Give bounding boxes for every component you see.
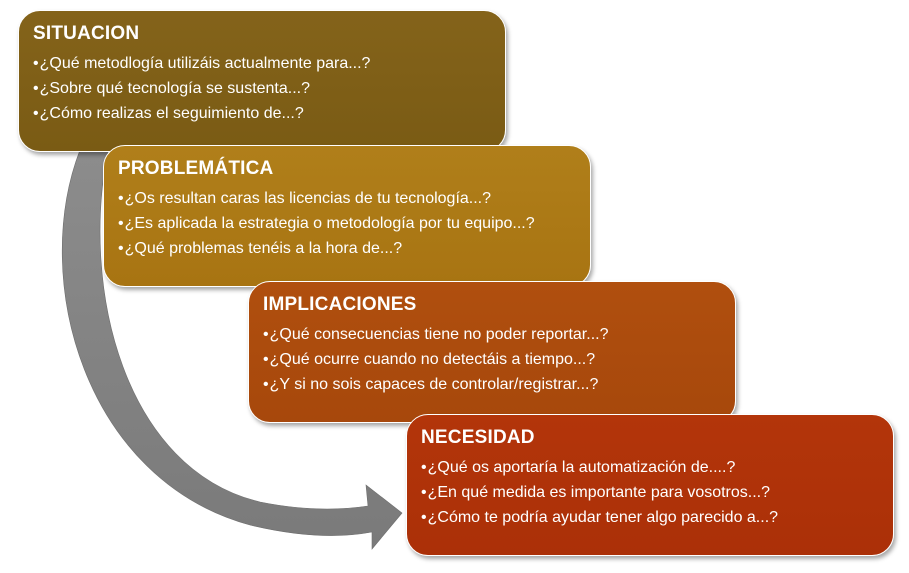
problematica-list: •¿Os resultan caras las licencias de tu …: [118, 186, 576, 261]
bullet: •: [118, 215, 124, 232]
list-item: •¿Qué metodlogía utilizáis actualmente p…: [33, 51, 491, 76]
necesidad-list: •¿Qué os aportaría la automatización de.…: [421, 455, 879, 530]
list-item: •¿Y si no sois capaces de controlar/regi…: [263, 372, 721, 397]
situacion-box: SITUACION •¿Qué metodlogía utilizáis act…: [18, 10, 506, 152]
bullet: •: [33, 55, 39, 72]
problematica-box: PROBLEMÁTICA •¿Os resultan caras las lic…: [103, 145, 591, 287]
list-item: •¿Qué os aportaría la automatización de.…: [421, 455, 879, 480]
bullet: •: [33, 80, 39, 97]
item-text: ¿Es aplicada la estrategia o metodología…: [124, 215, 535, 232]
situacion-title: SITUACION: [33, 23, 140, 44]
list-item: •¿Qué consecuencias tiene no poder repor…: [263, 322, 721, 347]
bullet: •: [421, 509, 427, 526]
bullet: •: [33, 105, 39, 122]
bullet: •: [421, 484, 427, 501]
bullet: •: [263, 326, 269, 343]
necesidad-title: NECESIDAD: [421, 427, 535, 448]
item-text: ¿Qué ocurre cuando no detectáis a tiempo…: [269, 351, 596, 368]
item-text: ¿Os resultan caras las licencias de tu t…: [124, 190, 492, 207]
arrow-body: [62, 149, 403, 550]
bullet: •: [118, 240, 124, 257]
item-text: ¿Qué os aportaría la automatización de..…: [427, 459, 736, 476]
bullet: •: [118, 190, 124, 207]
necesidad-box: NECESIDAD •¿Qué os aportaría la automati…: [406, 414, 894, 556]
problematica-title: PROBLEMÁTICA: [118, 158, 274, 179]
implicaciones-title: IMPLICACIONES: [263, 294, 417, 315]
list-item: •¿Qué ocurre cuando no detectáis a tiemp…: [263, 347, 721, 372]
item-text: ¿Qué consecuencias tiene no poder report…: [269, 326, 609, 343]
list-item: •¿Qué problemas tenéis a la hora de...?: [118, 236, 576, 261]
list-item: •¿Cómo te podría ayudar tener algo parec…: [421, 505, 879, 530]
list-item: •¿Sobre qué tecnología se sustenta...?: [33, 76, 491, 101]
bullet: •: [263, 376, 269, 393]
item-text: ¿Y si no sois capaces de controlar/regis…: [269, 376, 599, 393]
situacion-list: •¿Qué metodlogía utilizáis actualmente p…: [33, 51, 491, 126]
list-item: •¿Os resultan caras las licencias de tu …: [118, 186, 576, 211]
implicaciones-box: IMPLICACIONES •¿Qué consecuencias tiene …: [248, 281, 736, 423]
bullet: •: [421, 459, 427, 476]
item-text: ¿Cómo te podría ayudar tener algo pareci…: [427, 509, 779, 526]
item-text: ¿En qué medida es importante para vosotr…: [427, 484, 771, 501]
list-item: •¿Es aplicada la estrategia o metodologí…: [118, 211, 576, 236]
list-item: •¿Cómo realizas el seguimiento de...?: [33, 101, 491, 126]
item-text: ¿Qué problemas tenéis a la hora de...?: [124, 240, 403, 257]
item-text: ¿Sobre qué tecnología se sustenta...?: [39, 80, 311, 97]
item-text: ¿Qué metodlogía utilizáis actualmente pa…: [39, 55, 371, 72]
item-text: ¿Cómo realizas el seguimiento de...?: [39, 105, 304, 122]
implicaciones-list: •¿Qué consecuencias tiene no poder repor…: [263, 322, 721, 397]
bullet: •: [263, 351, 269, 368]
list-item: •¿En qué medida es importante para vosot…: [421, 480, 879, 505]
